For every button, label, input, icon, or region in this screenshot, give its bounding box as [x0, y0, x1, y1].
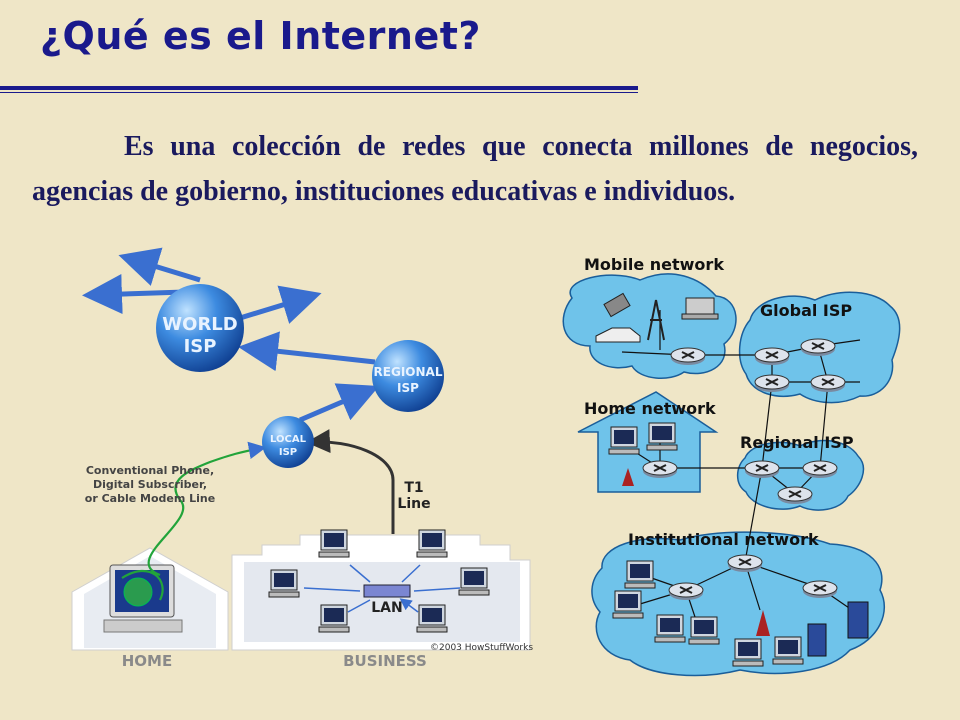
home-house — [71, 547, 229, 651]
slide-title: ¿Qué es el Internet? — [40, 14, 481, 58]
home-antenna-icon — [622, 468, 634, 486]
mobile-network-label: Mobile network — [584, 255, 724, 274]
isp-hierarchy-diagram: HOME LAN ©2003 HowStuffWorks BUSINESS WO… — [71, 247, 533, 670]
local-to-regional-arrow — [299, 383, 380, 423]
lan-label: LAN — [371, 600, 402, 616]
t1-line — [306, 429, 395, 534]
local-isp-sphere — [262, 416, 314, 468]
business-building — [231, 529, 531, 651]
home-label: HOME — [122, 652, 172, 670]
connection-label-3: or Cable Modem Line — [85, 492, 215, 505]
regional-isp-label: Regional ISP — [740, 433, 854, 452]
local-isp-label-1: LOCAL — [270, 434, 307, 445]
connection-label-2: Digital Subscriber, — [93, 478, 207, 491]
home-network-house — [577, 391, 719, 493]
home-connection-line — [121, 448, 262, 601]
server-icon — [847, 601, 869, 639]
world-isp-label-2: ISP — [184, 336, 217, 357]
regional-isp-sphere — [372, 340, 444, 412]
regional-isp-label-2: ISP — [397, 381, 419, 395]
world-isp-sphere — [156, 284, 244, 372]
regional-isp-cloud — [736, 439, 865, 511]
local-isp-label-2: ISP — [279, 447, 297, 458]
business-label: BUSINESS — [343, 652, 427, 670]
global-isp-label: Global ISP — [760, 301, 852, 320]
body-text: Es una colección de redes que conecta mi… — [32, 131, 918, 207]
regional-to-world-arrow — [238, 331, 376, 372]
connection-label-1: Conventional Phone, — [86, 464, 214, 477]
home-network-label: Home network — [584, 399, 716, 418]
world-arrow-left — [82, 274, 186, 315]
mobile-network-cloud — [562, 273, 737, 379]
institutional-network-label: Institutional network — [628, 530, 819, 549]
t1-label-1: T1 — [404, 480, 423, 496]
institutional-antenna-icon — [756, 610, 770, 636]
world-isp-label-1: WORLD — [162, 314, 237, 335]
mobile-devices — [595, 292, 719, 343]
copyright-text: ©2003 HowStuffWorks — [430, 643, 533, 653]
network-of-networks-diagram: Mobile network Global ISP Home network R… — [562, 255, 901, 677]
regional-isp-label-1: REGIONAL — [374, 365, 443, 379]
world-arrow-right — [239, 285, 322, 324]
world-arrow-upleft — [118, 247, 201, 286]
t1-label-2: Line — [397, 496, 430, 512]
server-icon — [807, 623, 827, 657]
title-underline — [0, 86, 638, 94]
